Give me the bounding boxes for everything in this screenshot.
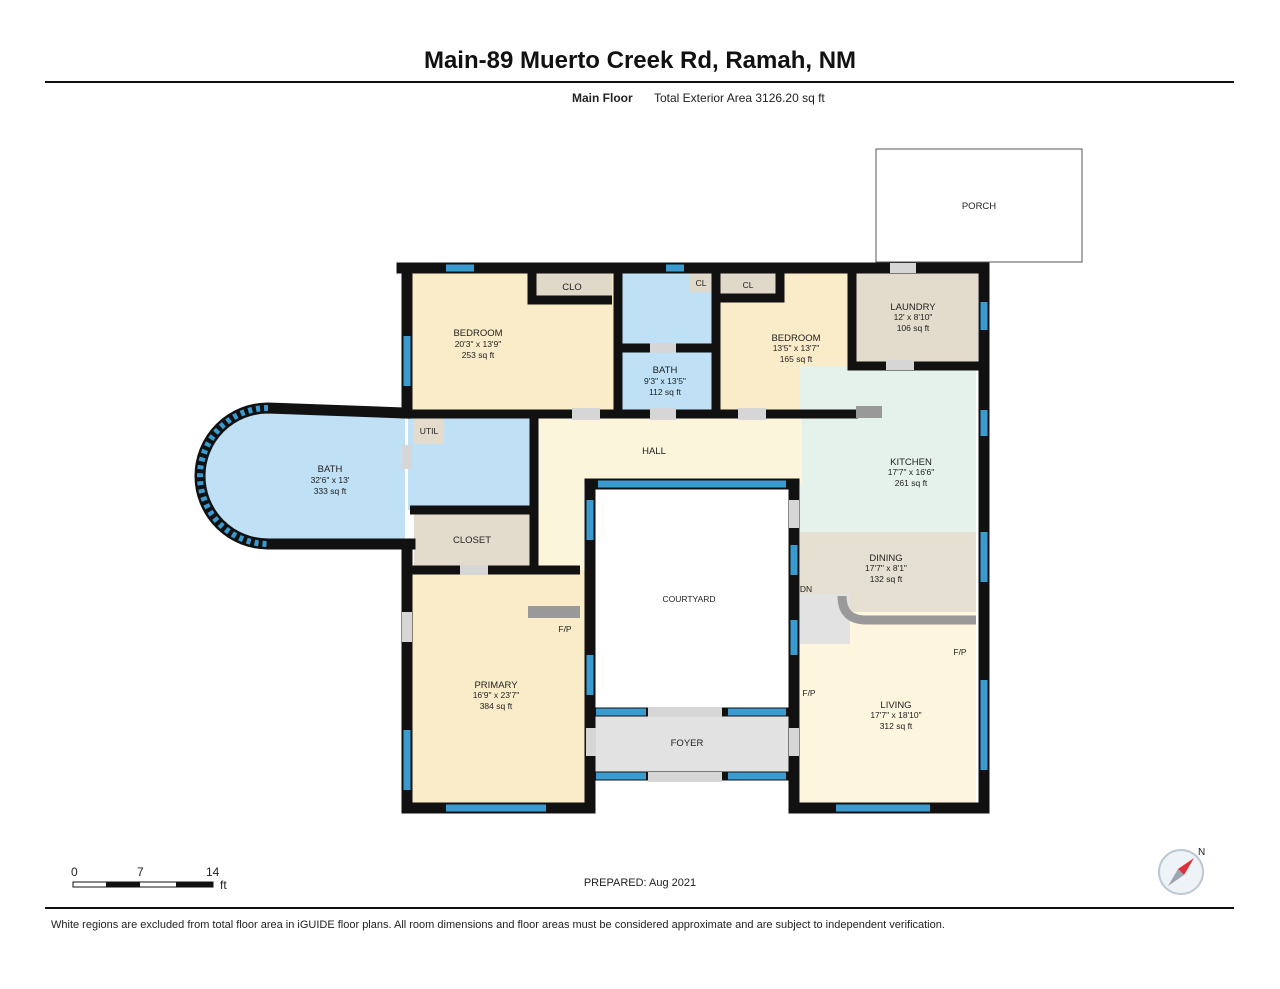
living-name: LIVING	[880, 700, 911, 711]
room-bath-large	[200, 408, 405, 544]
room-laundry	[852, 268, 978, 364]
fireplace-label-living-west: F/P	[802, 688, 816, 698]
courtyard-label: COURTYARD	[662, 594, 715, 604]
room-bath-small	[620, 350, 714, 410]
living-area: 312 sq ft	[880, 721, 913, 731]
bath-small-name: BATH	[653, 365, 678, 376]
room-clo	[532, 270, 612, 300]
room-closet	[414, 512, 532, 570]
dining-dims: 17'7" x 8'1"	[865, 563, 907, 573]
room-porch	[875, 148, 1083, 263]
bedroom1-dims: 20'3" x 13'9"	[455, 339, 502, 349]
prepared-date: PREPARED: Aug 2021	[584, 877, 696, 889]
clo-label: CLO	[562, 282, 582, 293]
stairs-dn-label: DN	[800, 584, 812, 594]
util-label: UTIL	[420, 426, 439, 436]
laundry-name: LAUNDRY	[890, 302, 936, 313]
hall-label: HALL	[642, 446, 666, 457]
bedroom1-area: 253 sq ft	[462, 350, 495, 360]
scale-tick-7: 7	[137, 865, 144, 879]
footer-disclaimer: White regions are excluded from total fl…	[51, 919, 945, 931]
cl2-label: CL	[743, 280, 754, 290]
bedroom2-name: BEDROOM	[771, 333, 820, 344]
dining-area: 132 sq ft	[870, 574, 903, 584]
room-hall	[534, 414, 802, 484]
living-dims: 17'7" x 18'10"	[870, 710, 921, 720]
bath-large-name: BATH	[318, 464, 343, 475]
scale-tick-14: 14	[206, 865, 220, 879]
bath-small-dims: 9'3" x 13'5"	[644, 376, 686, 386]
room-hall-passage	[534, 480, 584, 570]
total-area: Total Exterior Area 3126.20 sq ft	[654, 91, 825, 105]
bath-large-dims: 32'6" x 13'	[311, 475, 350, 485]
compass-icon: N	[1158, 847, 1205, 895]
laundry-dims: 12' x 8'10"	[894, 312, 933, 322]
room-fills	[200, 268, 978, 808]
room-cl-2	[720, 270, 780, 298]
room-living	[800, 612, 976, 808]
room-foyer	[586, 712, 792, 774]
floor-label: Main Floor	[572, 91, 633, 105]
laundry-area: 106 sq ft	[897, 323, 930, 333]
fireplace-label-living-east: F/P	[953, 647, 967, 657]
bath-small-area: 112 sq ft	[649, 387, 682, 397]
doors	[402, 263, 916, 782]
primary-name: PRIMARY	[474, 680, 518, 691]
room-labels: BEDROOM 20'3" x 13'9" 253 sq ft CLO CL C…	[311, 278, 967, 749]
room-cl-1	[690, 270, 714, 292]
kitchen-area: 261 sq ft	[895, 478, 928, 488]
compass-north-label: N	[1198, 847, 1205, 858]
scale-bar: 0 7 14 ft	[71, 865, 227, 892]
scale-tick-0: 0	[71, 865, 78, 879]
kitchen-dims: 17'7" x 16'6"	[888, 467, 935, 477]
dining-name: DINING	[869, 553, 902, 564]
windows	[197, 264, 988, 812]
room-util	[414, 418, 444, 444]
bedroom2-dims: 13'5" x 13'7"	[773, 343, 820, 353]
cl1-label: CL	[696, 278, 707, 288]
scale-unit: ft	[220, 878, 227, 892]
kitchen-name: KITCHEN	[890, 457, 932, 468]
room-kitchen	[800, 366, 976, 534]
bedroom1-name: BEDROOM	[453, 328, 502, 339]
porch-label: PORCH	[962, 201, 996, 212]
page-title: Main-89 Muerto Creek Rd, Ramah, NM	[424, 47, 856, 74]
bath-large-area: 333 sq ft	[314, 486, 347, 496]
foyer-label: FOYER	[671, 738, 704, 749]
fireplace-label-primary: F/P	[558, 624, 572, 634]
primary-area: 384 sq ft	[480, 701, 513, 711]
primary-dims: 16'9" x 23'7"	[473, 690, 520, 700]
bedroom2-area: 165 sq ft	[780, 354, 813, 364]
closet-label: CLOSET	[453, 535, 491, 546]
